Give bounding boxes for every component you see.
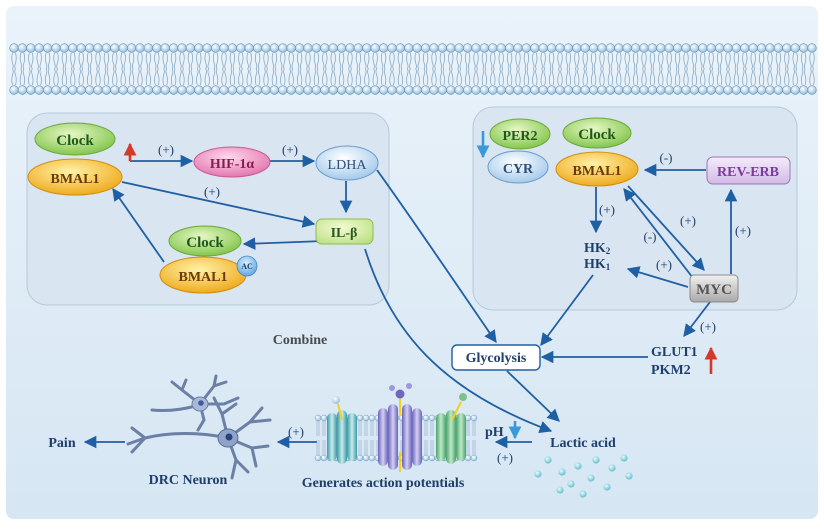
hif1a-node	[193, 146, 271, 178]
clock-label-right: Clock	[578, 127, 616, 143]
clock-node-top	[34, 122, 116, 156]
right-box-nodes: PER2 CYR Clock BMAL1 (-) REV-ERB (+) HK2…	[487, 117, 791, 303]
il-beta-label: IL-β	[331, 226, 358, 241]
arrow-ilb-lactic	[364, 248, 553, 433]
hif1a-label: HIF-1α	[210, 157, 255, 172]
lactic-acid-molecules	[534, 454, 633, 498]
arrow-ldha-glycolysis	[376, 169, 497, 344]
arrow-myc-bmal1	[623, 188, 694, 279]
plus-label-hif: (+)	[158, 142, 174, 157]
ion-channel-1	[327, 410, 357, 464]
hk1-sub: 1	[606, 262, 611, 272]
hk2-label: HK2	[584, 241, 611, 256]
minus-label-myc-bmal1: (-)	[644, 229, 657, 244]
bmal1-label-top: BMAL1	[51, 172, 100, 187]
clock-node-bottom	[168, 225, 242, 257]
hk2-main: HK	[584, 241, 606, 256]
hk2-sub: 2	[606, 246, 611, 256]
per2-label: PER2	[503, 129, 538, 144]
ion-channel-3	[436, 410, 466, 464]
clock-node-right	[562, 117, 632, 149]
ac-badge-label: AC	[241, 262, 253, 271]
plus-label-myc-rev: (+)	[735, 223, 751, 238]
arrow-bmal1-ilb	[121, 181, 316, 228]
cell-membrane	[9, 43, 817, 95]
minus-label-rev: (-)	[660, 150, 673, 165]
ph-label: pH	[485, 425, 504, 440]
clock-label-bottom: Clock	[186, 235, 224, 251]
drc-neuron-label: DRC Neuron	[149, 473, 228, 488]
left-box-nodes: Clock BMAL1 (+) HIF-1α (+) LDHA (+) IL-β…	[27, 122, 379, 294]
plus-label-hk: (+)	[599, 202, 615, 217]
plus-label-ph: (+)	[497, 450, 513, 465]
bmal1-label-right: BMAL1	[573, 164, 622, 179]
pkm2-label: PKM2	[651, 363, 691, 378]
il-beta-node	[315, 218, 374, 245]
plus-label-ldha: (+)	[282, 142, 298, 157]
ion-channel-membrane	[314, 383, 478, 472]
ldha-label: LDHA	[328, 158, 368, 173]
arrow-glycolysis-lactic	[506, 370, 560, 422]
cyr-label: CYR	[503, 162, 534, 177]
drc-neuron-icon	[126, 374, 272, 480]
glycolysis-label: Glycolysis	[466, 351, 527, 366]
glut1-label: GLUT1	[651, 345, 698, 360]
pain-label: Pain	[48, 436, 75, 451]
bmal1-node-right	[555, 151, 639, 187]
ion-channel-2	[378, 404, 422, 470]
cyr-node	[487, 150, 549, 184]
arrow-bmal1-myc	[627, 185, 705, 271]
hk1-main: HK	[584, 257, 606, 272]
plus-label-ilb: (+)	[204, 184, 220, 199]
glycolysis-node	[451, 344, 541, 371]
arrow-hk-glycolysis	[540, 274, 594, 347]
arrows	[83, 154, 738, 449]
lactic-acid-label: Lactic acid	[550, 436, 616, 451]
ldha-node	[315, 145, 379, 181]
clock-label-top: Clock	[56, 133, 94, 149]
arrow-myc-glut	[683, 301, 711, 338]
myc-label: MYC	[696, 282, 732, 298]
hk1-label: HK1	[584, 257, 611, 272]
rev-erb-node	[706, 156, 791, 185]
combine-label: Combine	[273, 333, 327, 348]
bmal1-node-top	[27, 158, 123, 196]
arrow-ilb-clock	[242, 237, 325, 250]
rev-erb-label: REV-ERB	[717, 165, 779, 180]
myc-node	[689, 274, 739, 303]
ion-flow-arrows	[337, 398, 462, 472]
arrow-bmal1ac-bmal1	[112, 187, 165, 263]
ac-badge	[236, 255, 258, 277]
plus-label-neuron: (+)	[288, 424, 304, 439]
plus-label-glut: (+)	[700, 319, 716, 334]
bmal1-label-bottom: BMAL1	[179, 270, 228, 285]
generates-action-potentials-label: Generates action potentials	[302, 476, 465, 491]
arrow-myc-hk	[626, 266, 689, 288]
per2-node	[489, 118, 551, 150]
plus-label-myc-hk: (+)	[656, 257, 672, 272]
plus-label-myc-bmal1: (+)	[680, 213, 696, 228]
